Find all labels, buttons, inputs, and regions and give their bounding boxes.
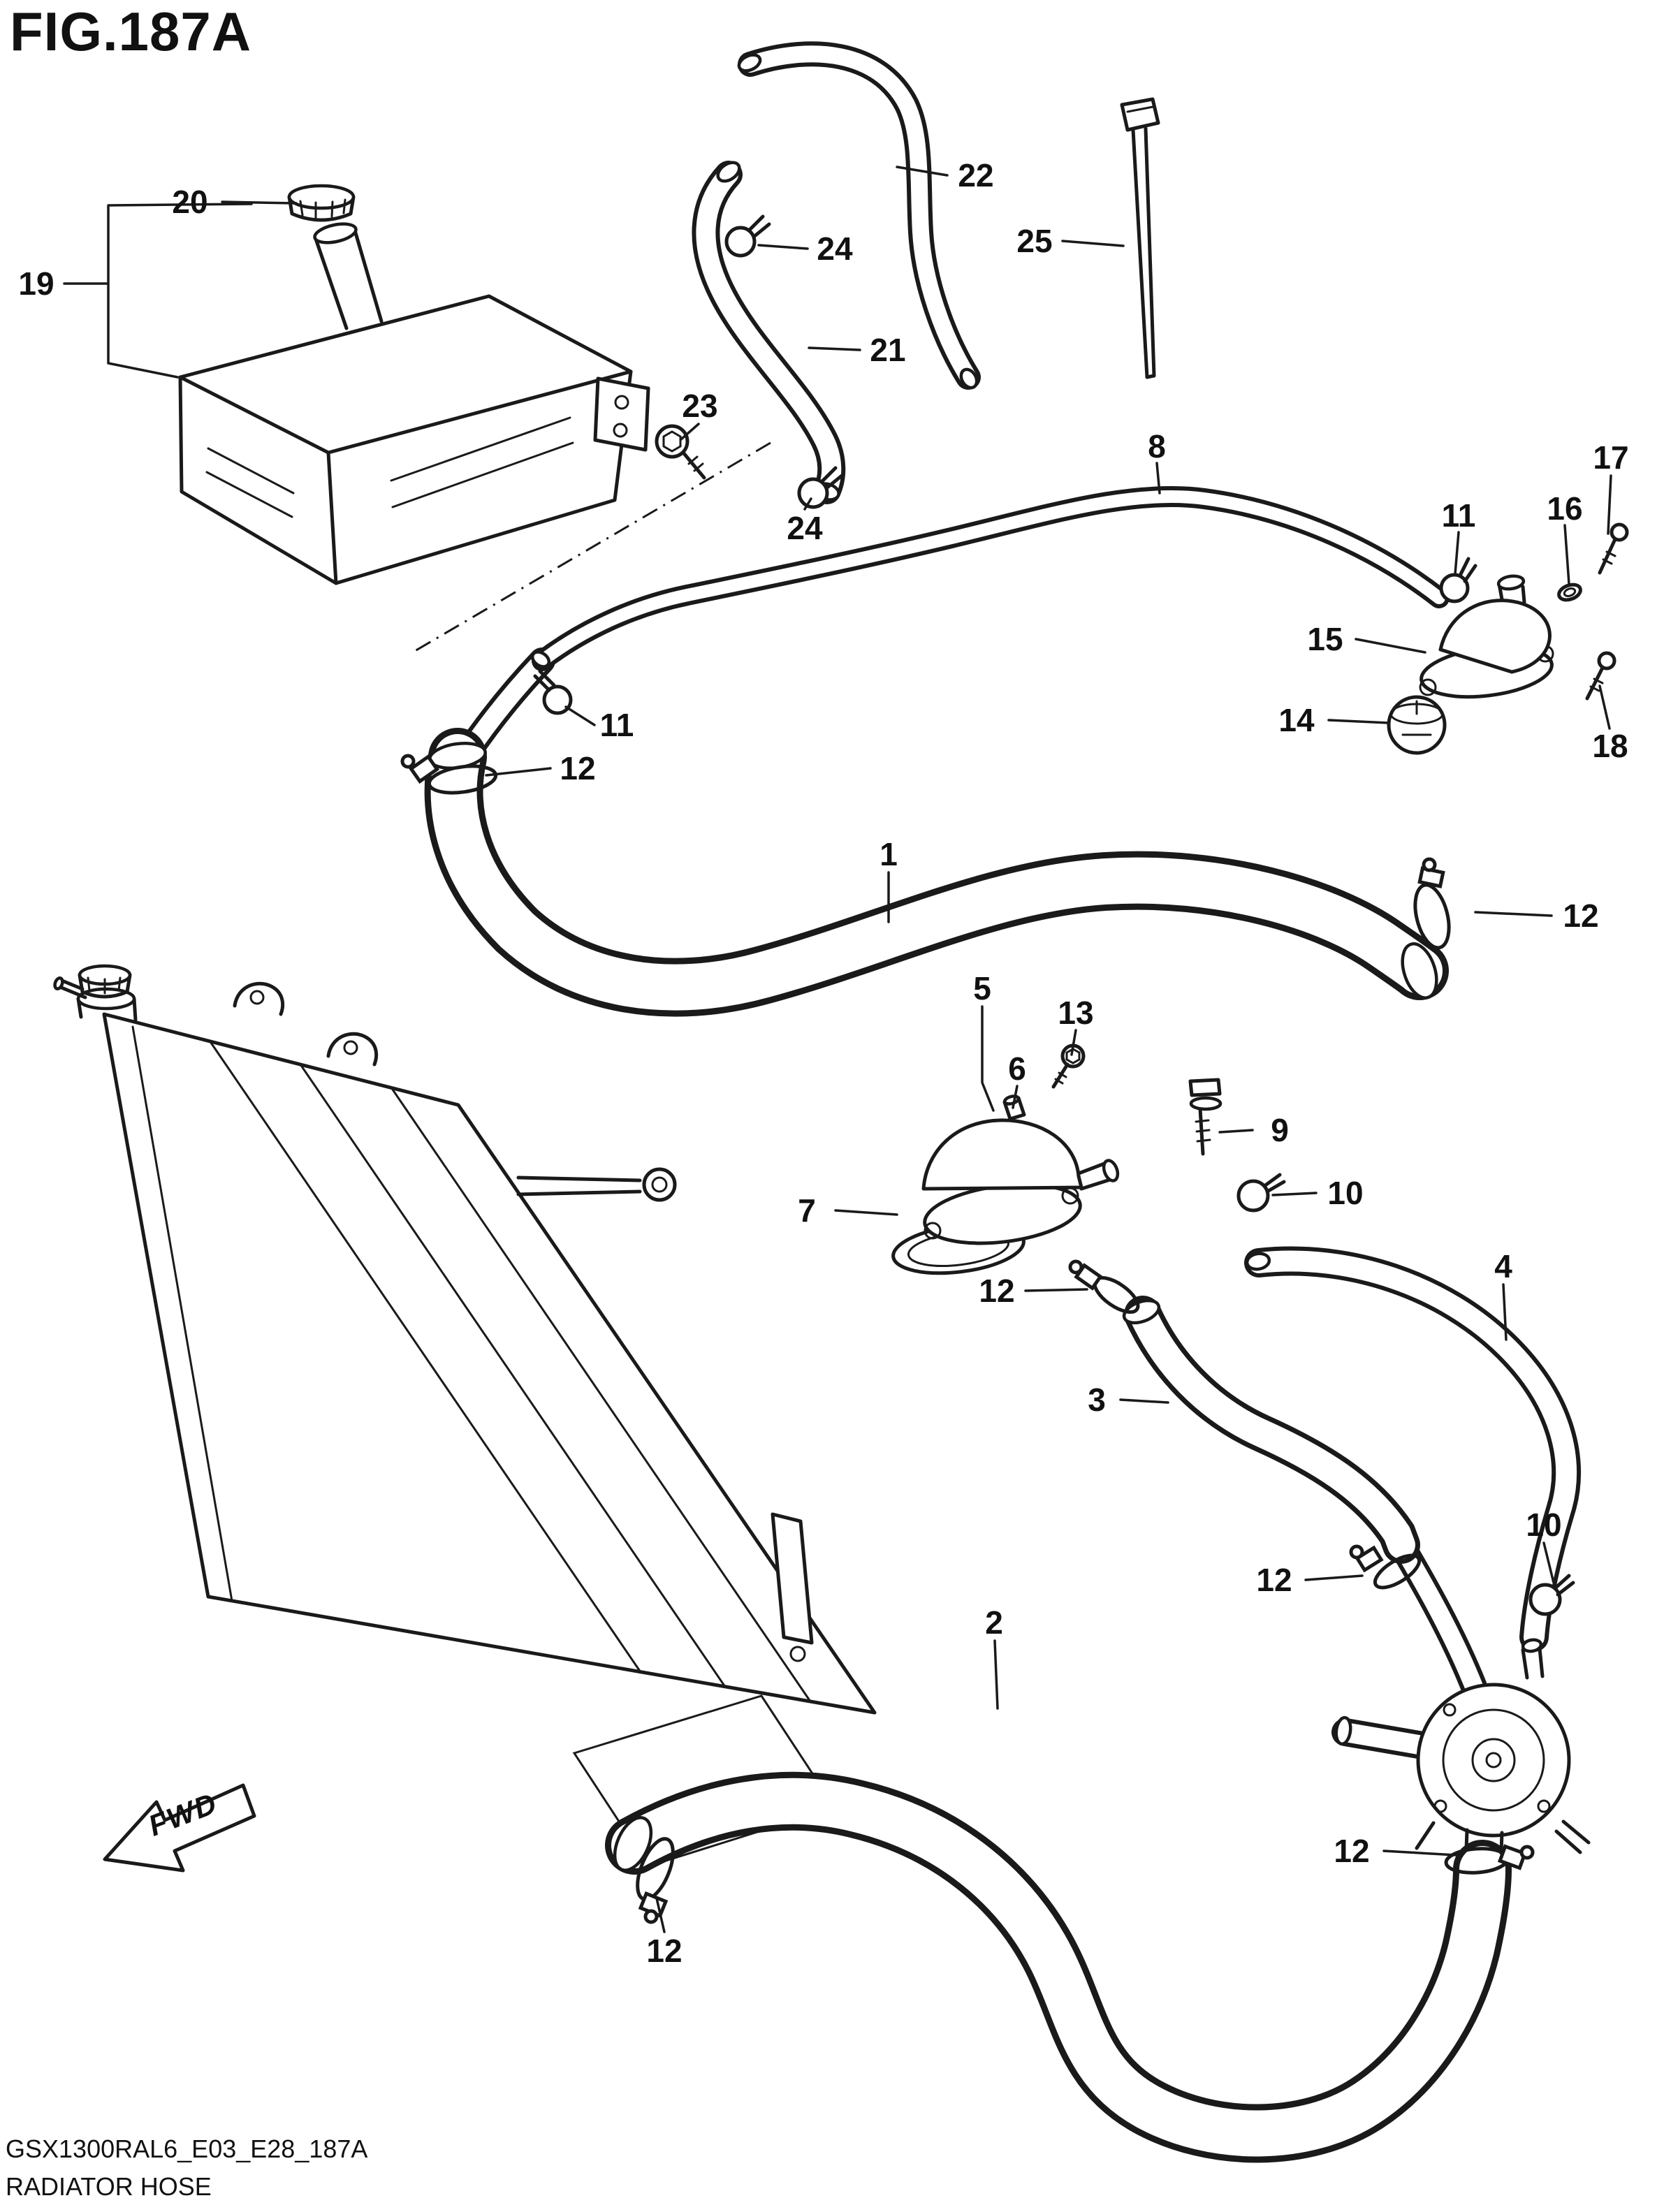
callout-7: 7 <box>798 1192 816 1229</box>
joint-6 <box>1002 1094 1026 1121</box>
screw-18 <box>1585 651 1616 701</box>
cable-tie <box>1120 97 1160 379</box>
callout-21: 21 <box>870 332 906 368</box>
callout-14: 14 <box>1278 702 1315 738</box>
gasket-16 <box>1557 583 1582 602</box>
clamps <box>400 214 1575 1924</box>
radiator <box>53 964 877 1715</box>
thermostat-housing <box>1419 574 1554 699</box>
callout-15: 15 <box>1307 621 1343 657</box>
callout-11: 11 <box>1441 497 1476 534</box>
callout-24b: 24 <box>787 510 823 546</box>
leader-lines <box>63 166 1612 1933</box>
callout-6: 6 <box>1008 1050 1026 1087</box>
figure-code: GSX1300RAL6_E03_E28_187A <box>6 2134 368 2163</box>
construction-lines <box>414 441 771 652</box>
callout-20: 20 <box>172 184 208 220</box>
callout-5: 5 <box>973 970 991 1006</box>
callout-2: 2 <box>985 1604 1003 1641</box>
thermostat <box>1387 695 1447 755</box>
callout-17: 17 <box>1593 439 1629 476</box>
callout-12d: 12 <box>1256 1562 1292 1598</box>
callout-22: 22 <box>958 157 994 193</box>
hose-4 <box>1246 1252 1566 1637</box>
callout-18: 18 <box>1592 728 1628 764</box>
callout-4: 4 <box>1494 1248 1512 1284</box>
callout-25: 25 <box>1016 223 1053 259</box>
callout-12b: 12 <box>1563 898 1599 934</box>
callout-12e: 12 <box>1334 1833 1370 1869</box>
reservoir-cap <box>287 184 356 222</box>
hose-21 <box>706 159 840 502</box>
callout-9: 9 <box>1271 1112 1289 1148</box>
callout-1: 1 <box>880 836 898 872</box>
callout-12c: 12 <box>979 1273 1015 1309</box>
callout-13: 13 <box>1058 995 1094 1031</box>
bolt-23 <box>655 424 706 480</box>
hose-2 <box>608 1801 1482 2134</box>
callout-12f: 12 <box>646 1933 683 1969</box>
callout-3: 3 <box>1088 1382 1106 1418</box>
callout-10: 10 <box>1327 1175 1364 1211</box>
joint-bolt-9 <box>1188 1078 1223 1156</box>
callout-10b: 10 <box>1526 1507 1562 1543</box>
water-outlet-cover <box>921 1118 1120 1245</box>
reservoir-tank <box>178 222 650 585</box>
screw-17 <box>1598 522 1629 575</box>
water-pump <box>1334 1638 1591 1874</box>
callout-23: 23 <box>682 388 718 424</box>
hose-22 <box>737 52 979 390</box>
hose-3 <box>1122 1296 1401 1545</box>
callout-8: 8 <box>1148 428 1166 464</box>
callout-16: 16 <box>1547 490 1583 527</box>
figure-title: FIG.187A <box>10 1 252 62</box>
hose-8 <box>530 497 1439 670</box>
callout-19: 19 <box>18 265 54 302</box>
callout-24: 24 <box>817 230 853 267</box>
figure-name: RADIATOR HOSE <box>6 2172 212 2201</box>
callout-12a: 12 <box>560 750 596 786</box>
callout-11b: 11 <box>599 707 634 743</box>
bolt-13 <box>1051 1043 1086 1089</box>
fwd-arrow <box>103 1783 256 1873</box>
pump-inlet-pipe <box>1401 1545 1474 1687</box>
